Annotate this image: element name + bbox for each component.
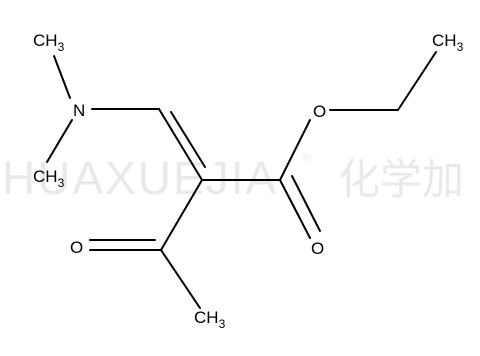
atom-carbonyl-oxygen-ester: O [311, 239, 324, 258]
atom-carbonyl-oxygen-acetyl: O [70, 238, 83, 257]
bond-n-to-bottom-methyl [46, 119, 73, 163]
bond-acetyl-to-methyl [160, 249, 201, 309]
atom-n-methyl-bottom: CH3 [33, 167, 65, 190]
bonds [46, 51, 437, 309]
bond-vinyl-double-inner [170, 111, 206, 168]
atom-ethyl-methyl: CH3 [432, 31, 464, 54]
atom-n-methyl-top: CH3 [33, 31, 65, 54]
watermark-chinese: 化学加 [338, 155, 464, 204]
atom-acetyl-methyl: CH3 [194, 308, 226, 331]
atom-labels: CH3 N CH3 O CH3 O O CH3 [33, 31, 464, 331]
bond-alpha-to-acetyl-c [160, 179, 203, 251]
bond-ethyl-ch2-to-ch3 [397, 51, 437, 111]
atom-nitrogen: N [73, 101, 85, 120]
watermark-registered-mark: ® [302, 151, 311, 165]
atom-ester-oxygen: O [313, 102, 326, 121]
bond-ester-carbonyl-a [279, 179, 311, 239]
bond-ester-c-to-o [279, 119, 311, 181]
watermark: HUAXUEJIA ® 化学加 [2, 151, 464, 204]
bond-ester-carbonyl-b [291, 175, 321, 232]
bond-n-to-top-methyl [53, 55, 71, 99]
bond-vinyl-double-outer [158, 108, 203, 181]
